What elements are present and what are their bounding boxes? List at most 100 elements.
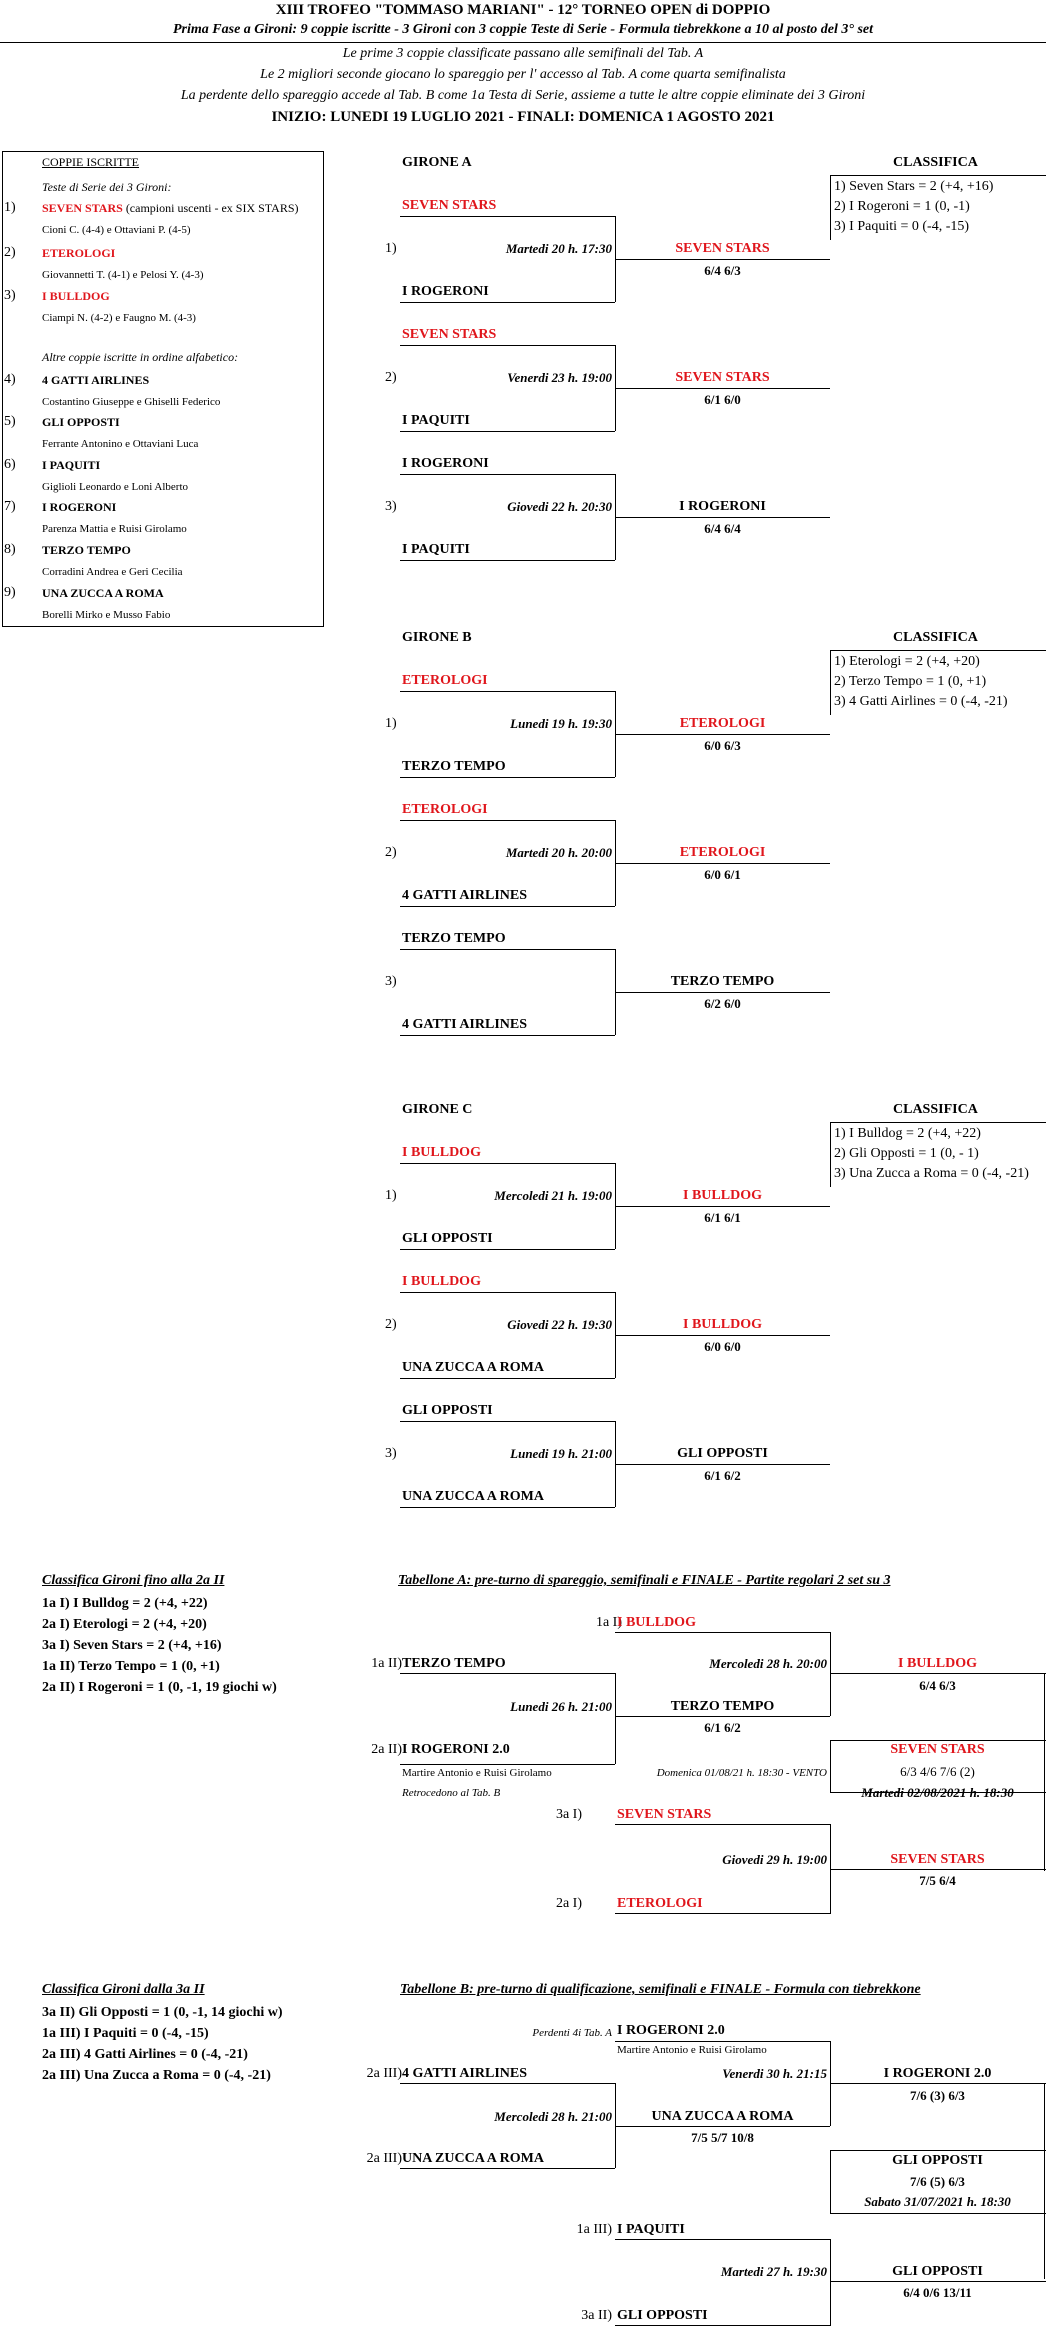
header-rule-1: Le prime 3 coppie classificate passano a… — [342, 46, 704, 61]
match-top-team: GLI OPPOSTI — [402, 1403, 493, 1418]
tab-b-pre-date: Mercoledi 28 h. 21:00 — [494, 2109, 612, 2124]
tab-a-spareggio-score: 6/1 6/2 — [704, 1720, 741, 1735]
classifica-3a-title: Classifica Gironi dalla 3a II — [42, 1982, 205, 1997]
header-dates: INIZIO: LUNEDI 19 LUGLIO 2021 - FINALI: … — [271, 109, 775, 125]
tab-a-line-semi2 — [830, 1869, 1046, 1870]
coppie-others-label: Altre coppie iscritte in ordine alfabeti… — [42, 350, 239, 364]
match-winner: ETEROLOGI — [679, 716, 766, 731]
match-winner-line — [615, 992, 830, 993]
match-number: 3) — [385, 1446, 397, 1461]
match-bottom-line — [400, 302, 615, 303]
tab-a-semi1-date: Mercoledi 28 h. 20:00 — [709, 1656, 827, 1671]
match-winner-line — [615, 388, 830, 389]
tab-b-title: Tabellone B: pre-turno di qualificazione… — [400, 1982, 921, 1997]
tab-b-seed3: I PAQUITI — [617, 2222, 685, 2237]
coppie-title: COPPIE ISCRITTE — [42, 155, 140, 169]
match-top-team: I BULLDOG — [402, 1274, 481, 1289]
tab-a-final-winner: SEVEN STARS — [890, 1742, 985, 1757]
coppia-line: I BULLDOG — [42, 289, 110, 304]
tab-a-line-spareggio — [615, 1716, 830, 1717]
tab-b-seed3-label: 1a III) — [576, 2222, 612, 2237]
match-top-team: SEVEN STARS — [402, 327, 497, 342]
tab-b-seed1-players: Martire Antonio e Ruisi Girolamo — [617, 2044, 767, 2056]
tab-a-q2-label: 2a II) — [371, 1742, 402, 1757]
girone-title: GIRONE B — [402, 630, 472, 645]
classifica-row: 1) I Bulldog = 2 (+4, +22) — [834, 1126, 981, 1141]
tab-a-final-date: Martedi 02/08/2021 h. 18:30 — [861, 1785, 1014, 1800]
tab-a-seed1-label: 1a I) — [595, 1615, 622, 1630]
match-date: Giovedi 22 h. 19:30 — [507, 1317, 612, 1332]
coppia-number: 8) — [4, 542, 16, 557]
match-bottom-line — [400, 560, 615, 561]
tab-a-seed2-label: 2a I) — [555, 1896, 582, 1911]
match-winner: ETEROLOGI — [679, 845, 766, 860]
header-divider — [0, 42, 1046, 43]
coppia-players: Borelli Mirko e Musso Fabio — [42, 609, 171, 621]
match-date: Giovedi 22 h. 20:30 — [507, 499, 612, 514]
match-bottom-line — [400, 777, 615, 778]
match-score: 6/2 6/0 — [704, 996, 741, 1011]
coppie-seeds-label: Teste di Serie dei 3 Gironi: — [42, 180, 172, 194]
match-date: Venerdi 23 h. 19:00 — [507, 370, 612, 385]
match-top-line — [400, 1292, 615, 1293]
match-top-line — [400, 691, 615, 692]
match-top-line — [400, 216, 615, 217]
tab-b-pre-winner: UNA ZUCCA A ROMA — [651, 2109, 794, 2124]
page-subtitle: Prima Fase a Gironi: 9 coppie iscritte -… — [173, 22, 873, 37]
classifica-left-border — [830, 650, 831, 715]
coppia-line: ETEROLOGI — [42, 246, 115, 261]
tab-a-q1-label: 1a II) — [371, 1656, 402, 1671]
match-bottom-team: I ROGERONI — [402, 284, 489, 299]
match-bottom-team: I PAQUITI — [402, 542, 470, 557]
tab-b-semi1-winner: I ROGERONI 2.0 — [883, 2066, 992, 2081]
tab-b-line-q1 — [400, 2083, 615, 2084]
tab-b-semi2-date: Martedi 27 h. 19:30 — [720, 2264, 827, 2279]
match-bottom-line — [400, 1035, 615, 1036]
coppia-name: I ROGERONI — [42, 500, 117, 514]
coppia-line: I ROGERONI — [42, 500, 116, 515]
tab-b-line-seed1 — [615, 2041, 830, 2042]
match-number: 2) — [385, 1317, 397, 1332]
match-date: Lunedi 19 h. 19:30 — [510, 716, 612, 731]
coppia-players: Cioni C. (4-4) e Ottaviani P. (4-5) — [42, 224, 191, 236]
match-top-team: I BULLDOG — [402, 1145, 481, 1160]
coppia-number: 3) — [4, 288, 16, 303]
tab-b-seed2-label: 3a II) — [581, 2308, 612, 2323]
tab-a-seed2: ETEROLOGI — [617, 1896, 703, 1911]
classifica-underline — [830, 175, 1046, 176]
coppia-number: 2) — [4, 245, 16, 260]
tab-b-vline-final — [1044, 2083, 1045, 2279]
tab-a-seed3-label: 3a I) — [555, 1807, 582, 1822]
classifica-2a-row: 2a I) Eterologi = 2 (+4, +20) — [42, 1617, 207, 1632]
match-score: 6/0 6/0 — [704, 1339, 741, 1354]
match-date: Martedi 20 h. 17:30 — [505, 241, 612, 256]
tab-a-semi1-score: 6/4 6/3 — [919, 1678, 956, 1693]
classifica-3a-row: 2a III) 4 Gatti Airlines = 0 (-4, -21) — [42, 2047, 248, 2062]
tab-a-line-seed1 — [615, 1632, 830, 1633]
match-winner: I BULLDOG — [683, 1317, 762, 1332]
match-number: 1) — [385, 1188, 397, 1203]
match-number: 3) — [385, 499, 397, 514]
classifica-label: CLASSIFICA — [893, 1102, 978, 1117]
tab-b-line-seed2 — [615, 2325, 830, 2326]
match-winner: GLI OPPOSTI — [677, 1446, 768, 1461]
match-top-team: SEVEN STARS — [402, 198, 497, 213]
match-score: 6/0 6/1 — [704, 867, 741, 882]
coppia-players: Corradini Andrea e Geri Cecilia — [42, 566, 183, 578]
tab-b-line-semi1 — [830, 2083, 1046, 2084]
tab-a-spareggio-date: Lunedi 26 h. 21:00 — [510, 1699, 612, 1714]
coppia-players: Costantino Giuseppe e Ghiselli Federico — [42, 396, 221, 408]
match-winner-line — [615, 517, 830, 518]
match-bottom-line — [400, 906, 615, 907]
match-top-line — [400, 949, 615, 950]
tab-a-q2-note: Retrocedono al Tab. B — [402, 1787, 501, 1799]
coppie-iscritte-box — [2, 151, 324, 627]
tab-b-line-pre — [615, 2126, 830, 2127]
classifica-2a-title: Classifica Gironi fino alla 2a II — [42, 1573, 225, 1588]
tab-b-final-score: 7/6 (5) 6/3 — [910, 2174, 965, 2189]
classifica-2a-row: 1a II) Terzo Tempo = 1 (0, +1) — [42, 1659, 220, 1674]
header-rule-2: Le 2 migliori seconde giocano lo sparegg… — [260, 67, 786, 82]
tab-a-semi2-winner: SEVEN STARS — [890, 1852, 985, 1867]
tab-b-q1-label: 2a III) — [366, 2066, 402, 2081]
classifica-label: CLASSIFICA — [893, 155, 978, 170]
